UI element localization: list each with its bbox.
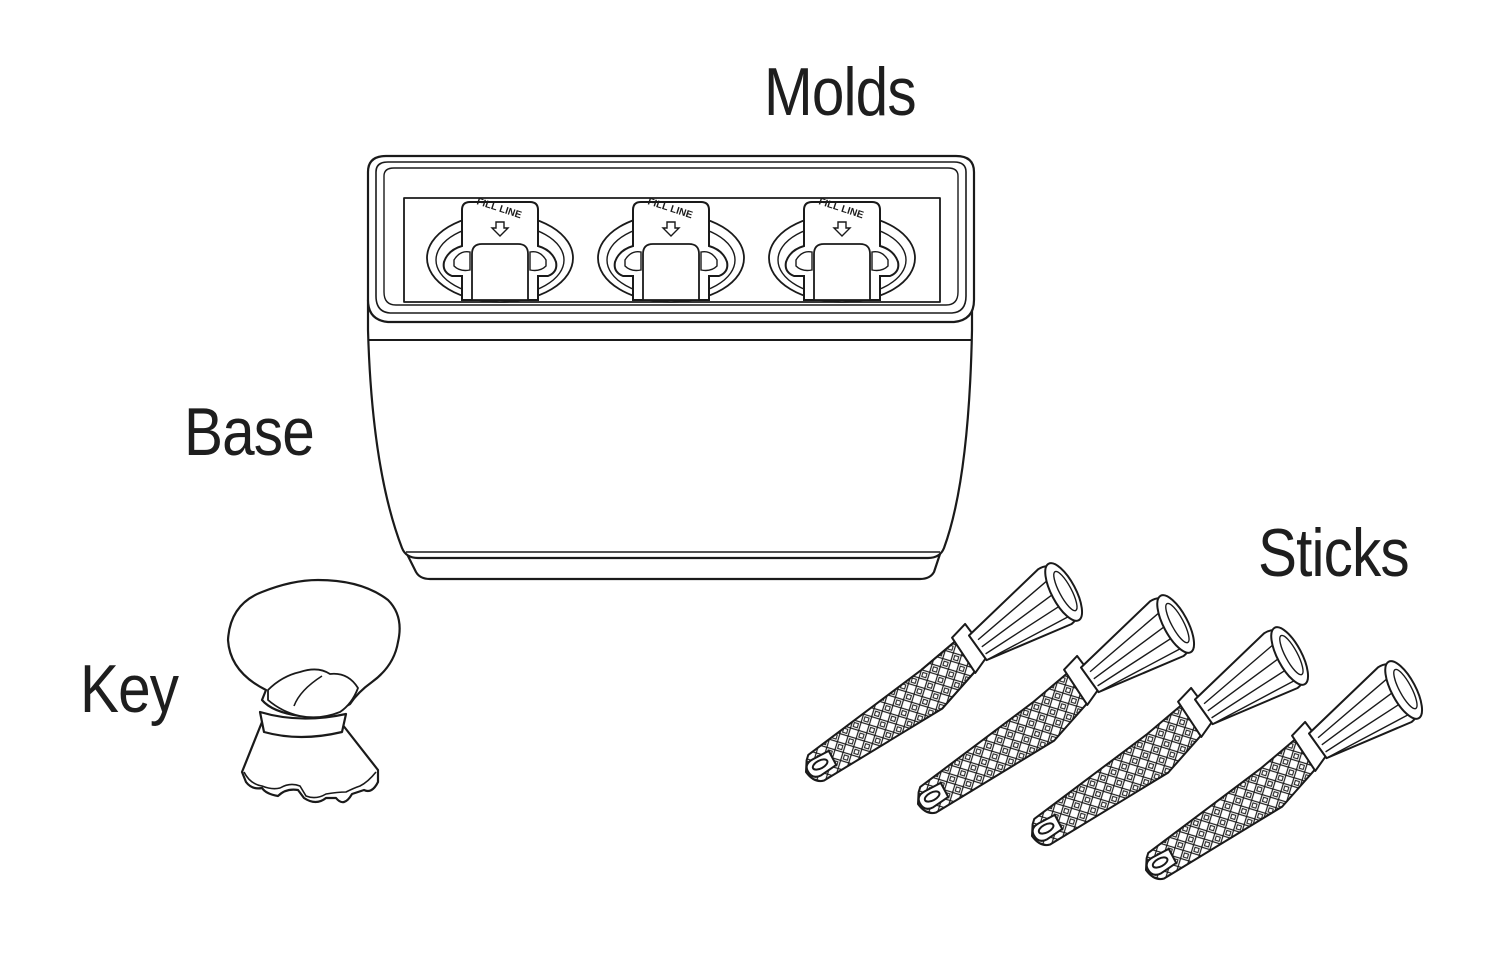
sticks-label: Sticks — [1258, 515, 1410, 591]
stick-3 — [1031, 626, 1310, 847]
key-crown — [240, 720, 380, 804]
molds-group — [426, 201, 916, 303]
key-tool — [226, 578, 401, 804]
key-label: Key — [80, 651, 179, 727]
mold-1 — [426, 201, 574, 303]
mold-3 — [768, 201, 916, 303]
base-body — [366, 298, 974, 560]
stick-1 — [805, 562, 1084, 783]
mold-2 — [597, 201, 745, 303]
stick-2 — [917, 594, 1196, 815]
sticks-group — [805, 562, 1424, 881]
base-label: Base — [184, 394, 315, 470]
stick-4 — [1145, 660, 1424, 881]
molds-label: Molds — [764, 54, 917, 130]
